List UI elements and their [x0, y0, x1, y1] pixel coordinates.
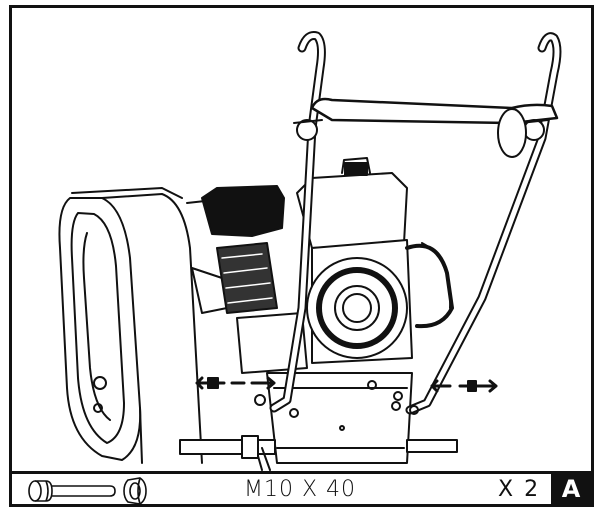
chassis-plate — [186, 192, 413, 464]
hardware-bar: M10 X 40 X 2 A — [12, 471, 591, 505]
bolt-icon — [28, 480, 116, 502]
step-badge: A — [551, 474, 591, 504]
auger-housing — [58, 187, 203, 464]
handle-assembly-drawing — [269, 31, 562, 415]
instruction-panel: M10 X 40 X 2 A — [9, 5, 594, 507]
bolt-callouts — [195, 376, 498, 418]
engine-drawing — [201, 157, 454, 374]
hardware-spec: M10 X 40 — [244, 477, 357, 502]
nut-icon — [123, 477, 147, 505]
assembly-illustration — [58, 31, 562, 471]
hardware-quantity: X 2 — [498, 477, 541, 502]
axle — [179, 435, 458, 471]
